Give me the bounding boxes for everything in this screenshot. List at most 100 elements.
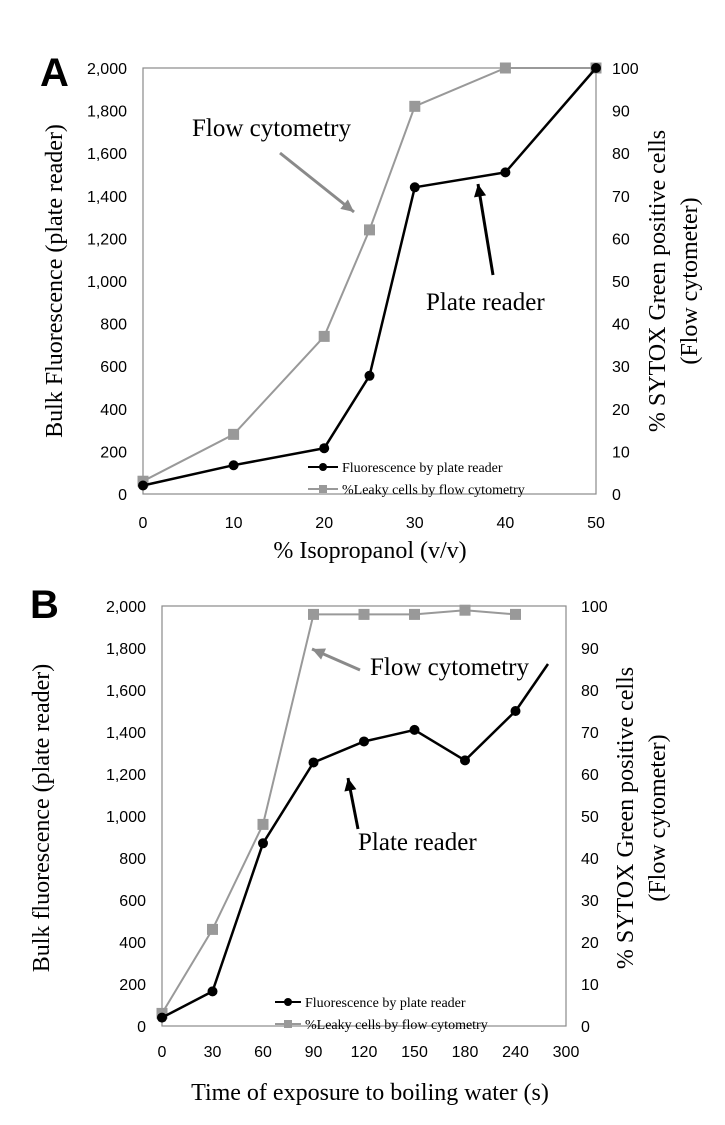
data-point-plate-reader: [500, 167, 511, 178]
x-tick-label: 0: [139, 515, 148, 532]
annotation-arrow-head: [474, 184, 487, 198]
x-tick-label: 10: [225, 515, 243, 532]
y2-axis-title: % SYTOX Green positive cells: [645, 130, 671, 432]
y-tick-label: 200: [119, 977, 146, 994]
data-point-plate-reader: [359, 736, 369, 747]
legend-label: Fluorescence by plate reader: [342, 461, 503, 476]
x-tick-label: 180: [452, 1044, 479, 1061]
y-tick-label: 0: [137, 1019, 146, 1036]
y-tick-label: 400: [100, 402, 127, 419]
y2-tick-label: 20: [581, 935, 599, 952]
y2-tick-label: 50: [612, 274, 630, 291]
data-point-flow-cytometry: [409, 100, 421, 112]
data-point-plate-reader: [308, 757, 319, 768]
y-tick-label: 1,000: [87, 274, 127, 291]
legend-marker: [319, 485, 327, 493]
y2-tick-label: 0: [612, 487, 621, 504]
data-point-plate-reader: [591, 63, 601, 73]
annotation-plate-reader: Plate reader: [358, 829, 477, 856]
x-tick-label: 90: [305, 1044, 323, 1061]
y-tick-label: 1,400: [106, 725, 146, 742]
data-point-plate-reader: [207, 986, 218, 997]
x-tick-label: 30: [406, 515, 424, 532]
y2-axis-title: % SYTOX Green positive cells: [613, 667, 639, 969]
y2-tick-label: 20: [612, 402, 630, 419]
y2-tick-label: 10: [612, 444, 630, 461]
y-tick-label: 1,800: [106, 641, 146, 658]
annotation-plate-reader: Plate reader: [426, 289, 545, 316]
data-point-flow-cytometry: [308, 608, 319, 620]
legend-label: %Leaky cells by flow cytometry: [305, 1018, 488, 1033]
x-tick-label: 150: [401, 1044, 428, 1061]
data-point-flow-cytometry: [207, 923, 218, 935]
y-tick-label: 1,200: [106, 767, 146, 784]
data-point-flow-cytometry: [459, 604, 471, 616]
y-tick-label: 2,000: [87, 61, 127, 78]
y2-tick-label: 100: [612, 61, 639, 78]
data-point-plate-reader: [258, 838, 268, 849]
y2-tick-label: 90: [581, 641, 599, 658]
x-tick-label: 120: [351, 1044, 378, 1061]
y2-tick-label: 80: [612, 146, 630, 163]
series-line-plate-reader: [161, 710, 517, 1019]
y2-tick-label: 80: [581, 683, 599, 700]
panel-a: A02004006008001,0001,2001,4001,6001,8002…: [40, 51, 703, 564]
x-tick-label: 20: [315, 515, 333, 532]
data-point-plate-reader: [228, 460, 239, 471]
legend-label: Fluorescence by plate reader: [305, 996, 466, 1011]
y-axis-title: Bulk Fluorescence (plate reader): [42, 124, 68, 438]
y2-tick-label: 40: [612, 317, 630, 334]
annotation-flow-cytometry: Flow cytometry: [192, 115, 352, 142]
x-tick-label: 240: [502, 1044, 529, 1061]
y-axis-title: Bulk fluorescence (plate reader): [29, 664, 55, 973]
legend-marker: [284, 1020, 292, 1028]
annotation-flow-cytometry: Flow cytometry: [370, 654, 530, 681]
x-axis-title: % Isopropanol (v/v): [273, 538, 466, 564]
plot-frame: [142, 67, 597, 495]
annotation-arrow-head: [312, 648, 326, 660]
y2-tick-label: 60: [581, 767, 599, 784]
y2-axis-title-unit: (Flow cytometer): [645, 734, 671, 901]
annotation-arrow-head: [340, 199, 354, 212]
y2-tick-label: 90: [612, 104, 630, 121]
data-point-flow-cytometry: [318, 330, 330, 342]
data-point-plate-reader: [138, 480, 148, 491]
y2-axis-title-unit: (Flow cytometer): [677, 197, 703, 364]
data-point-plate-reader: [157, 1012, 167, 1023]
y2-tick-label: 70: [581, 725, 599, 742]
y-tick-label: 800: [100, 317, 127, 334]
y-tick-label: 800: [119, 851, 146, 868]
y2-tick-label: 60: [612, 231, 630, 248]
data-point-flow-cytometry: [358, 608, 370, 620]
data-point-plate-reader: [319, 443, 330, 454]
data-point-plate-reader: [409, 724, 420, 735]
x-tick-label: 0: [158, 1044, 167, 1061]
legend-label: %Leaky cells by flow cytometry: [342, 483, 525, 498]
data-point-flow-cytometry: [228, 428, 240, 440]
x-tick-label: 30: [204, 1044, 222, 1061]
y-tick-label: 400: [119, 935, 146, 952]
y2-tick-label: 100: [581, 599, 608, 616]
y2-tick-label: 50: [581, 809, 599, 826]
y-tick-label: 1,200: [87, 231, 127, 248]
y2-tick-label: 30: [581, 893, 599, 910]
y-tick-label: 200: [100, 444, 127, 461]
legend-marker: [319, 463, 327, 471]
y2-tick-label: 40: [581, 851, 599, 868]
y-tick-label: 1,800: [87, 104, 127, 121]
data-point-flow-cytometry: [510, 608, 521, 620]
y-tick-label: 1,000: [106, 809, 146, 826]
y2-tick-label: 0: [581, 1019, 590, 1036]
plot-frame: [161, 605, 567, 1027]
y-tick-label: 2,000: [106, 599, 146, 616]
data-point-flow-cytometry: [499, 62, 511, 74]
data-point-flow-cytometry: [409, 608, 420, 620]
legend-marker: [284, 998, 292, 1006]
x-tick-label: 300: [553, 1044, 580, 1061]
x-tick-label: 40: [497, 515, 515, 532]
data-point-flow-cytometry: [364, 224, 375, 236]
annotation-arrow-head: [344, 778, 357, 792]
y-tick-label: 0: [118, 487, 127, 504]
series-line-flow-cytometry: [161, 609, 516, 1014]
